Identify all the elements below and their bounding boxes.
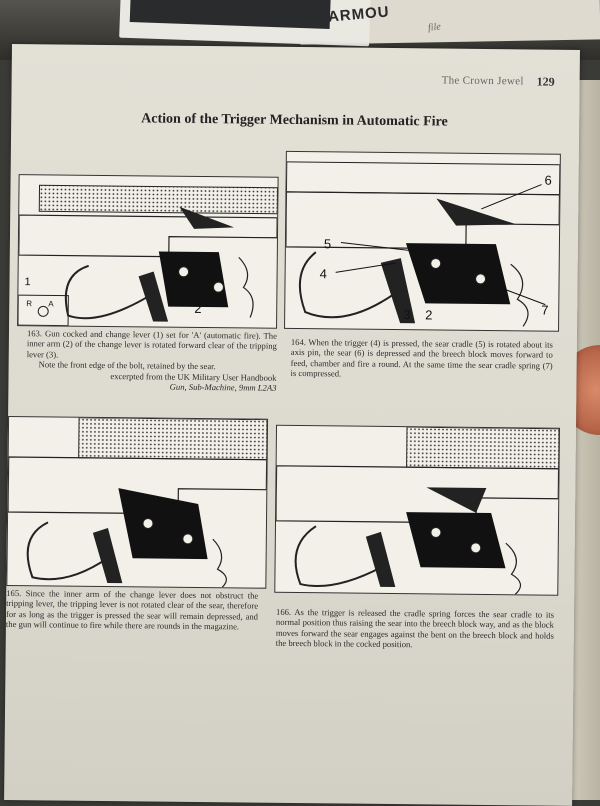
figure-165-drawing	[7, 417, 268, 588]
figure-164-label-5: 5	[324, 236, 331, 251]
figure-166-caption: 166. As the trigger is released the crad…	[275, 606, 555, 650]
figure-165-caption: 165. Since the inner arm of the change l…	[5, 587, 259, 632]
running-header: The Crown Jewel	[441, 74, 524, 88]
page-title: Action of the Trigger Mechanism in Autom…	[141, 111, 448, 130]
figure-163-label-a: A	[48, 299, 54, 308]
figure-163: 1 2 R A	[17, 174, 279, 329]
figure-164: 6 5 4 3 2 7	[284, 150, 561, 332]
figure-166	[274, 424, 561, 596]
background-scribble: file	[427, 21, 442, 34]
figure-164-label-7: 7	[541, 303, 548, 318]
figure-163-drawing: 1 2 R A	[18, 184, 278, 327]
figure-165	[6, 415, 269, 589]
figure-163-caption-source-title: Gun, Sub-Machine, 9mm L2A3	[169, 381, 277, 393]
figure-163-caption: 163. Gun cocked and change lever (1) set…	[26, 328, 277, 393]
figure-164-label-4: 4	[320, 266, 327, 281]
figure-163-label-1: 1	[24, 276, 30, 288]
figure-164-label-6: 6	[545, 173, 552, 188]
page-number: 129	[536, 74, 555, 89]
book-page: The Crown Jewel 129 Action of the Trigge…	[4, 44, 580, 806]
figure-164-label-2: 2	[425, 307, 432, 322]
figure-163-caption-text: 163. Gun cocked and change lever (1) set…	[26, 328, 278, 360]
figure-163-label-r: R	[26, 299, 32, 308]
figure-166-drawing	[275, 426, 560, 595]
figure-163-label-2: 2	[194, 301, 201, 316]
figure-164-drawing: 6 5 4 3 2 7	[285, 161, 560, 327]
figure-164-label-3: 3	[403, 307, 410, 322]
figure-164-caption: 164. When the trigger (4) is pressed, th…	[290, 336, 553, 379]
